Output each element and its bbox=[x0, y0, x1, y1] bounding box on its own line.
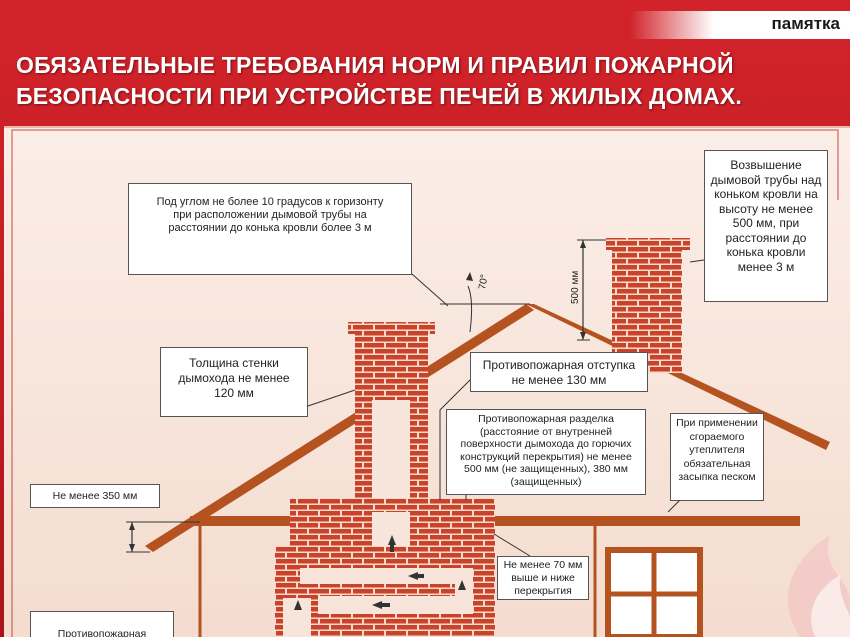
callout-bottom-partial: Противопожарная bbox=[30, 611, 174, 637]
smoke-arrow-up-icon bbox=[388, 535, 396, 552]
leader-min-70 bbox=[493, 533, 531, 557]
leader-chimney-height bbox=[689, 259, 705, 263]
callout-min-350: Не менее 350 мм bbox=[30, 484, 160, 508]
smoke-arrow-up-small-icon bbox=[458, 580, 466, 590]
callout-roof-angle: Под углом не более 10 градусов к горизон… bbox=[128, 183, 412, 275]
roof-left-slope bbox=[145, 304, 534, 552]
callout-min-70: Не менее 70 мм выше и ниже перекрытия bbox=[497, 556, 589, 600]
stove-channel-vertical bbox=[455, 568, 473, 614]
leader-wall-thickness bbox=[307, 389, 356, 407]
memo-badge: памятка bbox=[630, 11, 850, 39]
callout-fire-offset: Противопожарная отступка не менее 130 мм bbox=[470, 352, 648, 392]
second-chimney-cap bbox=[606, 238, 690, 250]
page-title-line-1: ОБЯЗАТЕЛЬНЫЕ ТРЕБОВАНИЯ НОРМ И ПРАВИЛ ПО… bbox=[16, 52, 734, 78]
smoke-arrow-up-firebox-icon bbox=[294, 600, 302, 610]
dimension-500-label: 500 мм bbox=[570, 271, 581, 304]
stove-channel-lower bbox=[318, 596, 468, 614]
callout-fire-cutting: Противопожарная разделка (расстояние от … bbox=[446, 409, 646, 495]
dimension-350-arrow-bottom-icon bbox=[129, 544, 135, 552]
main-chimney-cap bbox=[348, 322, 435, 334]
stove-channel-upper bbox=[300, 568, 460, 584]
leader-roof-angle bbox=[411, 273, 449, 307]
callout-insulation: При применении сгораемого утеплителя обя… bbox=[670, 413, 764, 501]
smoke-arrow-left-icon bbox=[408, 572, 424, 580]
memo-badge-label: памятка bbox=[771, 14, 840, 33]
dimension-500-arrow-top-icon bbox=[580, 240, 586, 248]
dimension-500-arrow-bottom-icon bbox=[580, 332, 586, 340]
page-title-line-2: БЕЗОПАСНОСТИ ПРИ УСТРОЙСТВЕ ПЕЧЕЙ В ЖИЛЫ… bbox=[16, 83, 743, 109]
smoke-arrow-left-lower-icon bbox=[372, 601, 390, 609]
callout-chimney-height: Возвышение дымовой трубы над коньком кро… bbox=[704, 150, 828, 302]
angle-label: 70° bbox=[477, 274, 490, 291]
decorative-flame-inner-icon bbox=[811, 575, 850, 637]
callout-wall-thickness: Толщина стенки дымохода не менее 120 мм bbox=[160, 347, 308, 417]
angle-arrow-icon bbox=[466, 272, 473, 281]
page-title: ОБЯЗАТЕЛЬНЫЕ ТРЕБОВАНИЯ НОРМ И ПРАВИЛ ПО… bbox=[16, 50, 846, 112]
frame-line bbox=[11, 129, 839, 637]
angle-arc bbox=[467, 285, 473, 333]
dimension-350-arrow-top-icon bbox=[129, 522, 135, 530]
